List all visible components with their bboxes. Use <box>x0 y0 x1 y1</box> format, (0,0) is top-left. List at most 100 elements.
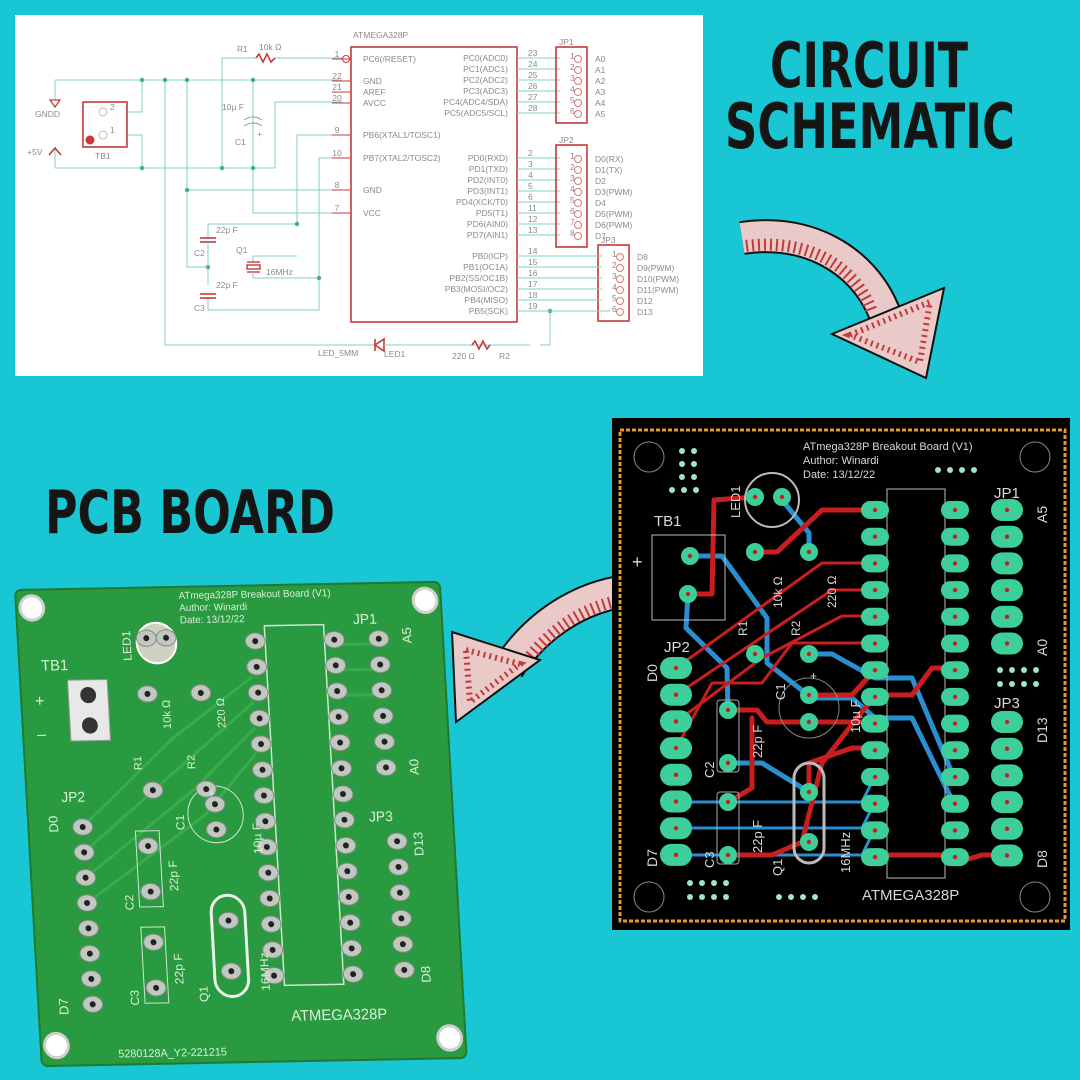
jp1-pad-drill <box>1004 561 1010 566</box>
layout-title: ATmega328P Breakout Board (V1) <box>803 441 973 453</box>
photo-chip-pad-hole <box>271 972 278 979</box>
photo-jp1-pad-hole <box>383 764 389 771</box>
c3-name: C3 <box>194 303 205 313</box>
photo-jp1-pad-hole <box>377 661 384 668</box>
chip-pin-label: PD5(T1) <box>476 208 508 218</box>
chip-pin-number: 21 <box>332 82 342 92</box>
chip-pad-drill <box>872 774 878 780</box>
c1-name: C1 <box>235 137 246 147</box>
chip-pin-label: PD6(AIN0) <box>467 219 508 229</box>
via <box>812 894 818 900</box>
photo-chip-pad-hole <box>252 638 259 645</box>
led-led1: LED_5MM LED1 <box>318 337 406 359</box>
layout-q1: Q1 <box>770 859 785 876</box>
chip-pin-label: PC0(ADC0) <box>463 53 508 63</box>
photo-jp2-pad-hole <box>84 899 90 907</box>
chip-pin-number: 17 <box>528 279 538 289</box>
chip-pin-number: 24 <box>528 59 538 69</box>
component-pad-drill <box>806 789 812 795</box>
via <box>679 461 685 467</box>
header-pin-label: D9(PWM) <box>637 263 674 273</box>
photo-q1: Q1 <box>197 985 212 1002</box>
gnd-label: GNDD <box>35 109 60 119</box>
photo-q1-value: 16MHz <box>257 952 273 991</box>
vcc-label: +5V <box>27 147 43 157</box>
header-pin-label: A2 <box>595 76 606 86</box>
photo-r2: R2 <box>186 755 199 769</box>
chip-pad-drill <box>872 694 878 700</box>
photo-chip-pad-hole <box>345 893 352 900</box>
header-pin-label: D10(PWM) <box>637 274 679 284</box>
photo-jp3-pad-hole <box>396 889 403 896</box>
component-pad-drill <box>725 760 731 766</box>
chip-pad-drill <box>872 641 878 646</box>
component-pad-drill <box>806 549 812 555</box>
chip-pin-label: AREF <box>363 87 386 97</box>
header-pin-circle <box>574 199 582 207</box>
photo-r2-value: 220 Ω <box>215 698 229 728</box>
photo-tb1-minus: – <box>36 725 46 743</box>
gnd-symbol: GNDD <box>35 80 62 119</box>
photo-component-pad-hole <box>228 968 235 975</box>
chip-pad-drill <box>952 587 958 593</box>
via <box>691 474 697 480</box>
via <box>679 474 685 480</box>
header-pin-label: A0 <box>595 54 606 64</box>
header-pin-circle <box>616 286 624 294</box>
q1-name: Q1 <box>236 245 248 255</box>
photo-tb1-plus: + <box>35 692 45 710</box>
photo-c3-value: 22p F <box>171 953 187 984</box>
layout-r2-value: 220 Ω <box>825 576 839 608</box>
c1-outline <box>778 677 840 739</box>
photo-component-pad-hole <box>212 801 218 808</box>
header-pin-label: A4 <box>595 98 606 108</box>
layout-r1: R1 <box>736 620 750 636</box>
chip-pin-number: 2 <box>528 148 533 158</box>
jp2-pad-drill <box>673 719 679 724</box>
layout-c3: C3 <box>702 851 717 868</box>
layout-jp1: JP1 <box>994 485 1020 502</box>
photo-component-pad-hole <box>147 888 154 895</box>
component-pad-drill <box>806 719 812 725</box>
via <box>691 461 697 467</box>
led-package: LED_5MM <box>318 348 358 358</box>
r2-value: 220 Ω <box>452 351 475 361</box>
led-name: LED1 <box>384 349 406 359</box>
header-pin-label: A3 <box>595 87 606 97</box>
header-pin-circle <box>616 253 624 261</box>
chip-pad-drill <box>952 507 958 513</box>
q1-value: 16MHz <box>266 267 293 277</box>
chip-pin-number: 6 <box>528 192 533 202</box>
header-pin-number: 4 <box>570 84 575 94</box>
header-pin-circle <box>616 264 624 272</box>
photo-chip-pad-hole <box>335 713 342 720</box>
via <box>997 681 1003 687</box>
chip-pin-number: 20 <box>332 93 342 103</box>
photo-c1: C1 <box>173 814 188 830</box>
header-pin-label: D8 <box>637 252 648 262</box>
chip-pin-label: PB2(SS/OC1B) <box>449 273 508 283</box>
photo-chip-pad-hole <box>344 868 351 875</box>
photo-chip-pad-hole <box>347 919 354 926</box>
layout-r1-value: 10k Ω <box>771 576 785 608</box>
header-pin-circle <box>574 232 582 240</box>
via <box>681 487 687 493</box>
photo-c1-value: 10µ F <box>250 823 266 855</box>
header-pin-number: 5 <box>612 293 617 303</box>
header-pin-circle <box>574 177 582 185</box>
mounting-holes <box>633 441 1051 913</box>
chip-pin-number: 12 <box>528 214 538 224</box>
chip-pad-drill <box>952 694 958 700</box>
header-pin-number: 4 <box>570 184 575 194</box>
via <box>723 880 729 886</box>
via <box>693 487 699 493</box>
header-pin-label: D7 <box>595 231 606 241</box>
photo-jp1: JP1 <box>352 610 377 627</box>
c2-value: 22p F <box>216 225 238 235</box>
chip-pad-drill <box>952 641 958 646</box>
jp3-pad-drill <box>1004 746 1010 751</box>
c1-value: 10µ F <box>222 102 244 112</box>
layout-date: Date: 13/12/22 <box>803 469 875 481</box>
photo-chip-pad-hole <box>350 971 357 978</box>
